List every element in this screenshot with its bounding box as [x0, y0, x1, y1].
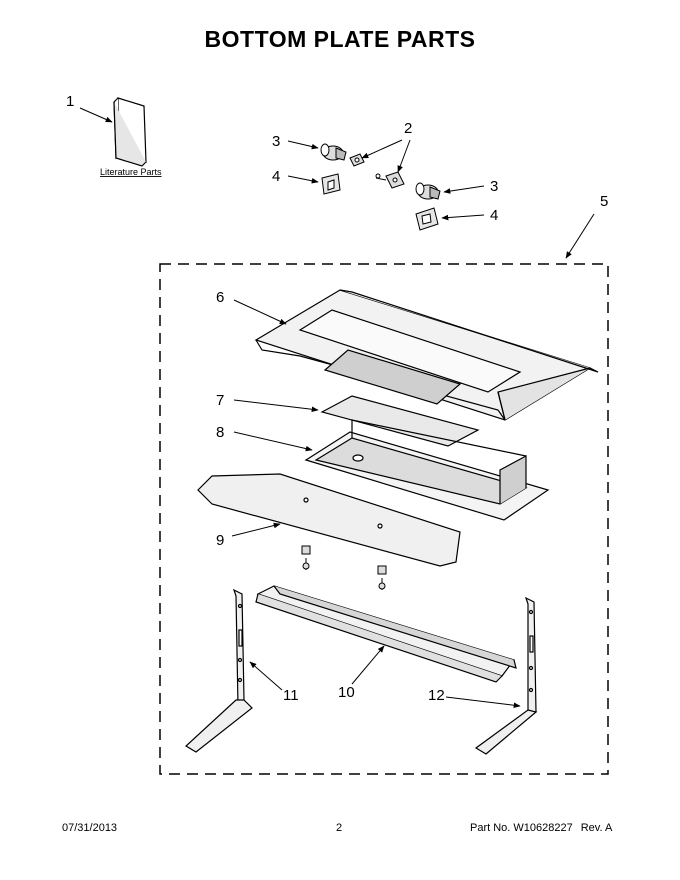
callout-1: 1 — [66, 93, 74, 110]
footer-part-number: Part No. W10628227 — [470, 822, 573, 834]
knob-part-right — [415, 182, 441, 200]
leader-lines — [79, 107, 595, 709]
leader-7 — [233, 399, 319, 413]
literature-parts-label: Literature Parts — [100, 167, 162, 177]
leader-12 — [445, 696, 521, 709]
spring-clip-part-left — [349, 153, 365, 167]
base-plate-part — [197, 473, 461, 567]
footer-page-number: 2 — [336, 822, 343, 834]
callout-12: 12 — [428, 687, 445, 704]
spring-clip-part-right — [375, 171, 405, 189]
callout-10: 10 — [338, 684, 355, 701]
leader-9 — [231, 522, 281, 537]
leader-2b — [397, 139, 411, 173]
page-title: BOTTOM PLATE PARTS — [204, 26, 476, 52]
leader-2a — [361, 139, 403, 159]
callout-7: 7 — [216, 392, 224, 409]
knob-part-left — [320, 143, 347, 161]
callout-6: 6 — [216, 289, 224, 306]
clip-part-right — [415, 207, 439, 231]
leader-6 — [233, 299, 287, 325]
callout-4-left: 4 — [272, 168, 280, 185]
footer-part-info: Part No. W10628227 Rev. A — [470, 822, 612, 834]
screw-part — [301, 545, 387, 590]
clip-part-left — [321, 173, 341, 195]
leader-4-left — [287, 175, 319, 184]
right-bracket-part — [474, 596, 538, 755]
leader-1 — [79, 107, 113, 123]
footer-date: 07/31/2013 — [62, 822, 118, 834]
leader-8 — [233, 431, 313, 452]
callout-4-right: 4 — [490, 207, 498, 224]
filter-pad-part — [320, 395, 480, 447]
leader-11 — [249, 661, 283, 691]
callout-5: 5 — [600, 193, 608, 210]
callout-11: 11 — [283, 687, 299, 704]
assembly-boundary — [159, 263, 609, 775]
leader-3-right — [443, 185, 485, 194]
leader-5 — [565, 213, 595, 259]
tray-part — [304, 419, 550, 521]
leader-4-right — [441, 214, 485, 221]
front-channel-part — [255, 585, 517, 683]
callout-2: 2 — [404, 120, 412, 137]
literature-booklet — [113, 97, 147, 167]
callout-3-right: 3 — [490, 178, 498, 195]
bottom-plate-part — [254, 289, 599, 421]
footer-revision: Rev. A — [580, 822, 613, 834]
callout-9: 9 — [216, 532, 224, 549]
leader-3-left — [287, 140, 319, 150]
callout-3-left: 3 — [272, 133, 280, 150]
left-bracket-part — [185, 588, 253, 753]
callout-8: 8 — [216, 424, 224, 441]
leader-10 — [351, 645, 385, 685]
